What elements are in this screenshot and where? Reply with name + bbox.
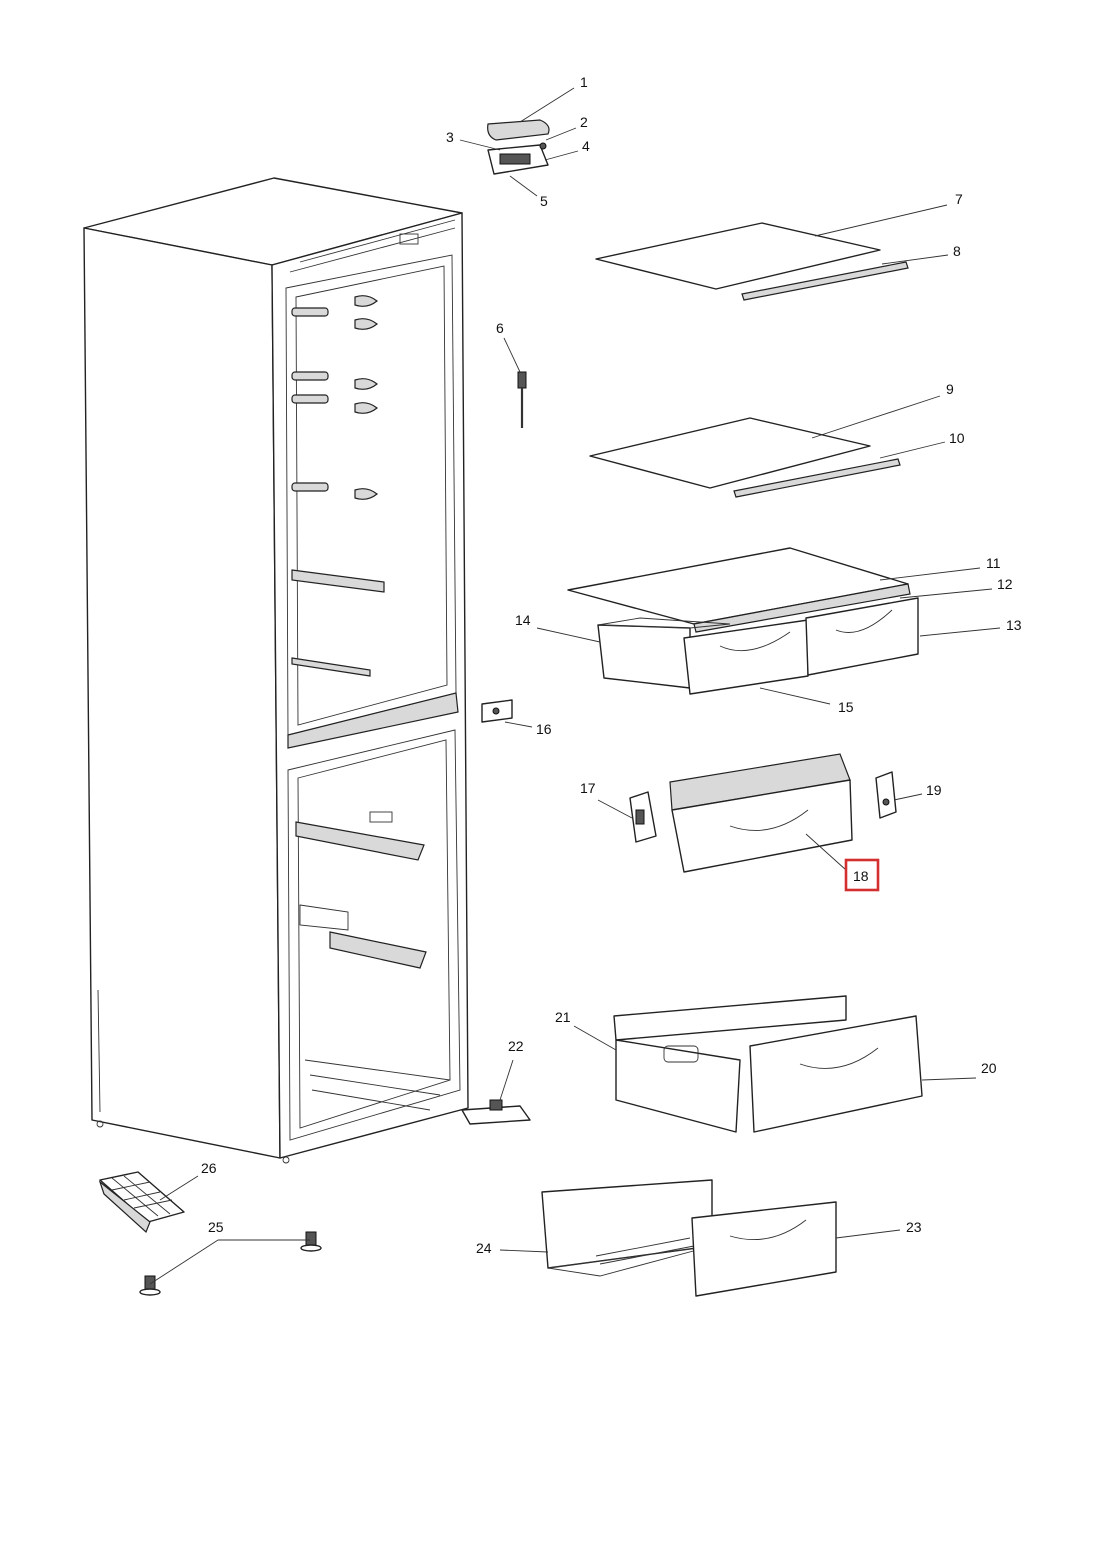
callout-8: 8 (953, 243, 961, 259)
callout-13: 13 (1006, 617, 1022, 633)
thermostat-assembly (487, 119, 550, 175)
bracket-17 (629, 791, 657, 843)
freezer-rails (295, 811, 451, 1111)
ice-tray-26 (98, 1171, 185, 1234)
freezer-basket-21 (613, 995, 847, 1133)
drawer-front-23 (691, 1201, 837, 1297)
highlight-box-18 (844, 858, 880, 892)
drawer-front-20 (749, 1015, 923, 1133)
callout-18: 18 (853, 868, 869, 884)
sensor-6 (517, 371, 527, 428)
callout-labels: 1 2 3 4 5 6 7 8 9 10 11 12 13 14 15 16 1… (201, 74, 1022, 1256)
callout-17: 17 (580, 780, 596, 796)
shelf-trim-8 (741, 261, 909, 301)
hinge-22 (461, 1099, 531, 1125)
callout-16: 16 (536, 721, 552, 737)
leader-lines (149, 87, 1001, 1285)
callout-1: 1 (580, 74, 588, 90)
drawer-front-13 (805, 597, 919, 676)
callout-3: 3 (446, 129, 454, 145)
fridge-cabinet (83, 177, 469, 1164)
drawer-front-15 (683, 619, 809, 695)
callout-2: 2 (580, 114, 588, 130)
callout-9: 9 (946, 381, 954, 397)
callout-11: 11 (986, 555, 1001, 571)
shelf-supports (291, 295, 385, 677)
callout-4: 4 (582, 138, 590, 154)
glass-shelf-9 (589, 417, 871, 489)
callout-26: 26 (201, 1160, 217, 1176)
callout-19: 19 (926, 782, 942, 798)
callout-6: 6 (496, 320, 504, 336)
adjustable-feet-25 (139, 1231, 322, 1296)
callout-24: 24 (476, 1240, 492, 1256)
callout-21: 21 (555, 1009, 571, 1025)
callout-14: 14 (515, 612, 531, 628)
callout-20: 20 (981, 1060, 997, 1076)
callout-10: 10 (949, 430, 965, 446)
hinge-16 (481, 699, 513, 723)
callout-7: 7 (955, 191, 963, 207)
shelf-trim-10 (733, 458, 901, 498)
callout-22: 22 (508, 1038, 524, 1054)
callout-23: 23 (906, 1219, 922, 1235)
callout-25: 25 (208, 1219, 224, 1235)
glass-shelf-7 (595, 222, 881, 290)
callout-5: 5 (540, 193, 548, 209)
bracket-19 (875, 771, 897, 819)
callout-15: 15 (838, 699, 854, 715)
drawer-front-18 (669, 753, 853, 873)
callout-12: 12 (997, 576, 1013, 592)
freezer-basket-24 (541, 1179, 713, 1277)
crisper-cover-11 (567, 547, 911, 633)
